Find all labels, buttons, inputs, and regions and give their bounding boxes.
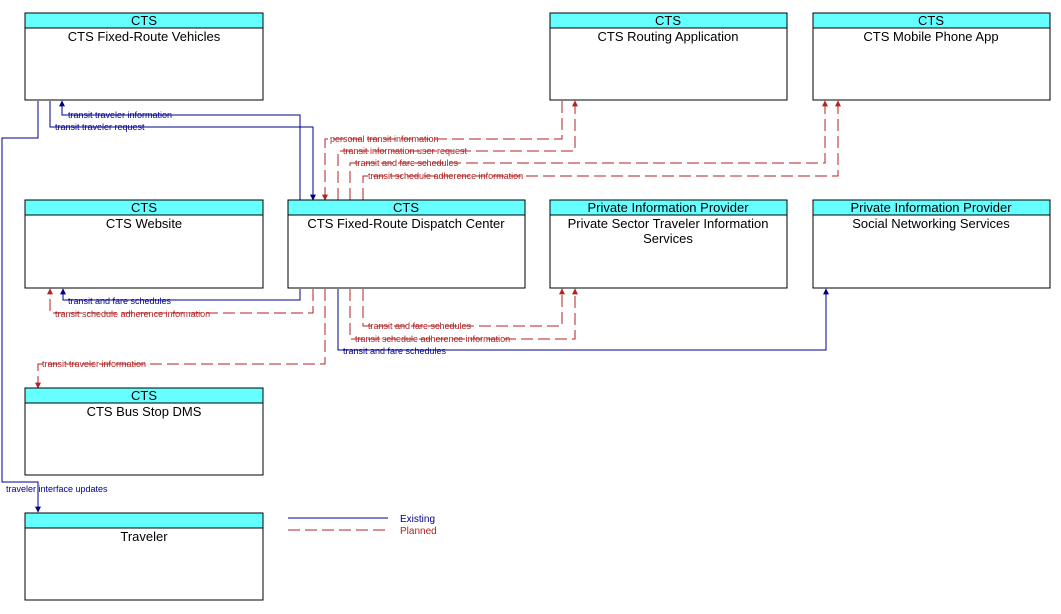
flow-label: transit and fare schedules (343, 346, 447, 356)
box-name: CTS Bus Stop DMS (87, 404, 202, 419)
flow-label: transit traveler information (42, 359, 146, 369)
box-stakeholder: CTS (131, 388, 157, 403)
flow-label: transit and fare schedules (368, 321, 472, 331)
box-stakeholder: CTS (131, 13, 157, 28)
box-name: CTS Website (106, 216, 182, 231)
box-stakeholder: CTS (393, 200, 419, 215)
flow-line-transit-schedule-adherence-website (47, 288, 314, 314)
flow-line-transit-and-fare-schedules-mobile (349, 100, 828, 200)
box-name: CTS Fixed-Route Vehicles (68, 29, 221, 44)
box-name: CTS Mobile Phone App (863, 29, 998, 44)
legend-existing-label: Existing (400, 514, 435, 525)
flow-line-transit-information-user-request (337, 100, 578, 200)
box-stakeholder: Private Information Provider (850, 200, 1012, 215)
flow-label: transit and fare schedules (355, 158, 459, 168)
box-stakeholder: CTS (918, 13, 944, 28)
box-stakeholder: CTS (131, 200, 157, 215)
box-stakeholder: Private Information Provider (587, 200, 749, 215)
flow-label: transit schedule adherence information (368, 171, 523, 181)
flow-line-transit-and-fare-schedules-private (362, 288, 565, 327)
legend-planned-label: Planned (400, 526, 437, 537)
box-name: CTS Routing Application (598, 29, 739, 44)
box-name: CTS Fixed-Route Dispatch Center (307, 216, 505, 231)
flows-layer (1, 100, 841, 513)
flow-label: personal transit information (330, 134, 439, 144)
legend: Existing Planned (288, 514, 437, 537)
box-dispatch-center: CTS CTS Fixed-Route Dispatch Center (287, 199, 526, 289)
flow-line-personal-transit-information (322, 101, 563, 201)
flow-line-transit-schedule-adherence-mobile (362, 100, 841, 200)
box-routing-application: CTS CTS Routing Application (549, 12, 788, 101)
flow-line-transit-traveler-request (49, 101, 316, 201)
flow-line-transit-traveler-information (59, 100, 301, 200)
box-private-sector: Private Information Provider Private Sec… (549, 199, 788, 289)
flow-line-transit-and-fare-schedules-website (60, 288, 301, 301)
flow-label: transit information user request (343, 146, 468, 156)
box-name: Traveler (120, 529, 168, 544)
flow-label: transit and fare schedules (68, 296, 172, 306)
flow-line-traveler-interface-updates (1, 101, 41, 513)
box-name: Private Sector Traveler Information (568, 216, 769, 231)
box-website: CTS CTS Website (24, 199, 264, 289)
flow-label: transit traveler request (55, 122, 145, 132)
box-stakeholder: CTS (655, 13, 681, 28)
box-social-networking: Private Information Provider Social Netw… (812, 199, 1051, 289)
flow-label: transit traveler information (68, 110, 172, 120)
flow-label: traveler interface updates (6, 484, 108, 494)
box-mobile-phone-app: CTS CTS Mobile Phone App (812, 12, 1051, 101)
flow-line-transit-traveler-information-dms (35, 289, 326, 389)
flow-labels-layer: transit traveler information transit tra… (6, 110, 523, 494)
flow-label: transit schedule adherence information (55, 309, 210, 319)
flow-label: transit schedule adherence information (355, 334, 510, 344)
box-name: Social Networking Services (852, 216, 1010, 231)
flow-line-transit-and-fare-schedules-social (337, 288, 829, 351)
flow-line-transit-schedule-adherence-private (349, 288, 578, 340)
box-fixed-route-vehicles: CTS CTS Fixed-Route Vehicles (24, 12, 264, 101)
box-name: Services (643, 231, 693, 246)
box-traveler: Traveler (24, 512, 264, 601)
box-bus-stop-dms: CTS CTS Bus Stop DMS (24, 387, 264, 476)
